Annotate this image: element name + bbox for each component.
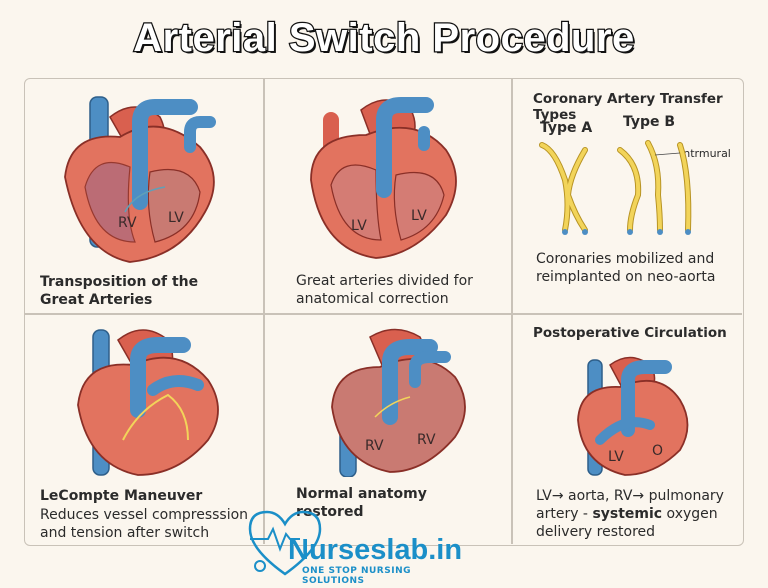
page-title: Arterial Switch Procedure — [132, 15, 636, 62]
heart-label: RV — [365, 438, 384, 454]
panel-caption: Coronaries mobilized and reimplanted on … — [536, 251, 716, 285]
heart-label: RV — [118, 215, 137, 231]
panel-caption: Reduces vessel compresssion and tension … — [40, 507, 249, 541]
panel-caption: Transposition of the Great Arteries — [40, 274, 199, 308]
heart-pulse-icon — [248, 510, 322, 576]
coronary-diagram — [539, 140, 692, 235]
panel-title: Postoperative Circulation — [533, 325, 727, 341]
heart-label: LV — [411, 208, 427, 224]
brand-logo: Nurseslab.in ONE STOP NURSING SOLUTIONS — [240, 500, 463, 586]
heart-label: LV — [608, 449, 624, 465]
heart-illustration: RV LV — [64, 96, 216, 263]
divider — [511, 79, 513, 544]
panel-caption: Normal anatomy restored — [296, 486, 427, 520]
panel-title: Coronary Artery Transfer Types — [533, 91, 723, 123]
divider — [25, 313, 742, 315]
heart-label: LV — [168, 210, 184, 226]
heart-illustration: RV RV — [331, 328, 466, 477]
heart-illustration: LV O — [577, 356, 689, 476]
divider — [263, 79, 265, 544]
heart-label: O — [652, 443, 663, 459]
heart-label: LV — [351, 218, 367, 234]
panel-caption: LV→ aorta, RV→ pulmonary artery - system… — [536, 488, 724, 540]
panel-caption: Great arteries divided for anatomical co… — [296, 273, 473, 307]
heart-illustration — [77, 329, 219, 476]
panel-caption-title: LeCompte Maneuver — [40, 488, 203, 504]
heart-illustration: LV LV — [310, 97, 457, 259]
brand-name: Nurseslab.in — [288, 534, 463, 566]
heart-label: RV — [417, 432, 436, 448]
type-a-label: Type A — [540, 120, 593, 136]
intramural-annotation: Intrmural — [680, 147, 731, 160]
brand-tagline: ONE STOP NURSING SOLUTIONS — [302, 566, 411, 586]
type-b-label: Type B — [623, 114, 676, 130]
